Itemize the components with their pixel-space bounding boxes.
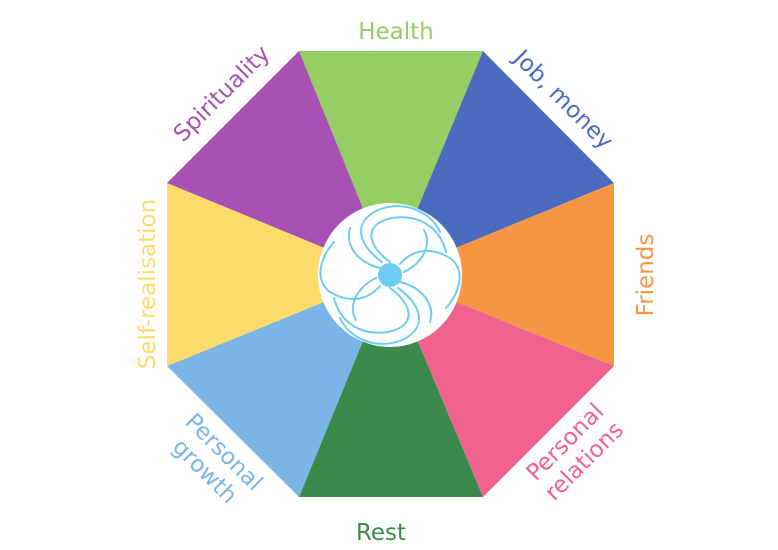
label-friends: Friends [633, 234, 659, 317]
segment-personal-growth [167, 275, 390, 497]
segments-layer [167, 51, 614, 497]
segment-personal-relations [390, 275, 614, 497]
segment-friends [390, 183, 614, 366]
label-rest: Rest [356, 520, 406, 546]
segment-rest [299, 275, 483, 497]
segment-job-money [390, 51, 614, 275]
center-hub [318, 203, 462, 347]
label-health: Health [358, 19, 434, 45]
segment-self-realisation [167, 183, 390, 366]
galaxy-core [378, 263, 402, 287]
label-self-realisation: Self-realisation [135, 199, 161, 369]
segment-health [299, 51, 483, 275]
segment-spirituality [167, 51, 390, 275]
spiral-galaxy-icon [319, 205, 461, 345]
